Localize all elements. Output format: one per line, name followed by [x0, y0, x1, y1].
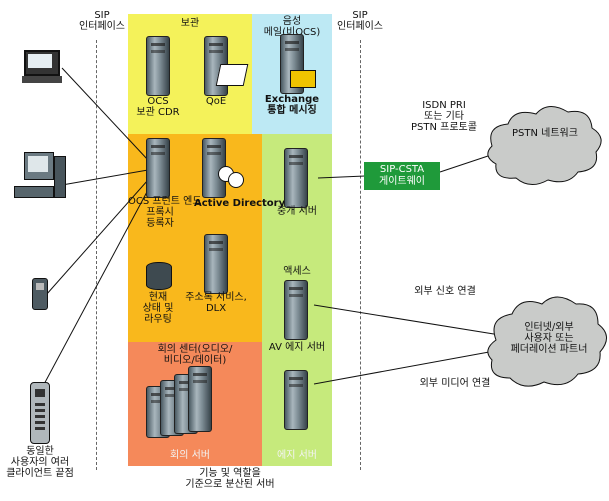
pstn-cloud-icon — [487, 106, 602, 185]
bottom-caption: 기능 및 역할을 기준으로 분산된 서버 — [185, 468, 275, 490]
sip-boundary-left — [96, 40, 97, 470]
ocs-frontend-label: OCS 프런트 엔드 프록시 등록자 — [128, 196, 202, 229]
internet-cloud-icon — [487, 296, 607, 387]
desktop-computer-icon — [22, 50, 62, 84]
people-icon — [218, 164, 244, 192]
av-edge-label: AV 에지 서버 — [268, 342, 326, 353]
conf-server-icon-4 — [188, 366, 212, 432]
mobile-phone-icon — [32, 278, 48, 310]
internet-cloud-label: 인터넷/외부 사용자 또는 페더레이션 파트너 — [510, 322, 588, 355]
storage-title: 보관 — [180, 18, 200, 29]
sip-boundary-right — [360, 40, 361, 470]
ocs-frontend-server-icon — [146, 138, 170, 198]
conf-server-label: 회의 서버 — [170, 450, 210, 461]
sip-interface-right-label: SIP 인터페이스 — [337, 10, 383, 32]
clients-caption: 동일한 사용자의 여러 클라이언트 끝점 — [6, 446, 74, 479]
exchange-label: Exchange 통합 메시징 — [264, 94, 320, 116]
sip-interface-left-label: SIP 인터페이스 — [79, 10, 125, 32]
ocs-archive-server-icon — [146, 36, 170, 96]
voicemail-title: 음성 메일(비OCS) — [263, 16, 321, 38]
conferencing-label: 회의 센터(오디오/ 비디오/데이터) — [157, 344, 233, 366]
active-directory-label: Active Directory — [194, 198, 286, 209]
workstation-icon — [14, 152, 66, 208]
address-book-label: 주소록 서비스, DLX — [185, 292, 247, 314]
edge-server-icon — [284, 370, 308, 430]
access-label: 액세스 — [283, 266, 311, 277]
qoe-label: QoE — [205, 96, 227, 107]
mediation-label: 중개 서버 — [277, 206, 317, 217]
ocs-archive-label: OCS 보관 CDR — [136, 96, 180, 118]
mediation-server-icon — [284, 148, 308, 208]
edge-label: 에지 서버 — [277, 450, 317, 461]
pstn-cloud-label: PSTN 네트워크 — [512, 128, 578, 139]
external-media-label: 외부 미디어 연결 — [419, 378, 491, 389]
document-icon — [215, 64, 249, 86]
address-book-server-icon — [204, 234, 228, 294]
ip-phone-icon — [30, 382, 50, 444]
presence-label: 현재 상태 및 라우팅 — [142, 292, 174, 325]
sip-csta-gateway: SIP-CSTA 게이트웨이 — [364, 162, 440, 190]
av-edge-server-icon — [284, 280, 308, 340]
isdn-label: ISDN PRI 또는 기타 PSTN 프로토콜 — [411, 100, 477, 133]
external-signal-label: 외부 신호 연결 — [414, 286, 476, 297]
database-icon — [146, 262, 172, 290]
envelope-icon — [290, 70, 316, 88]
